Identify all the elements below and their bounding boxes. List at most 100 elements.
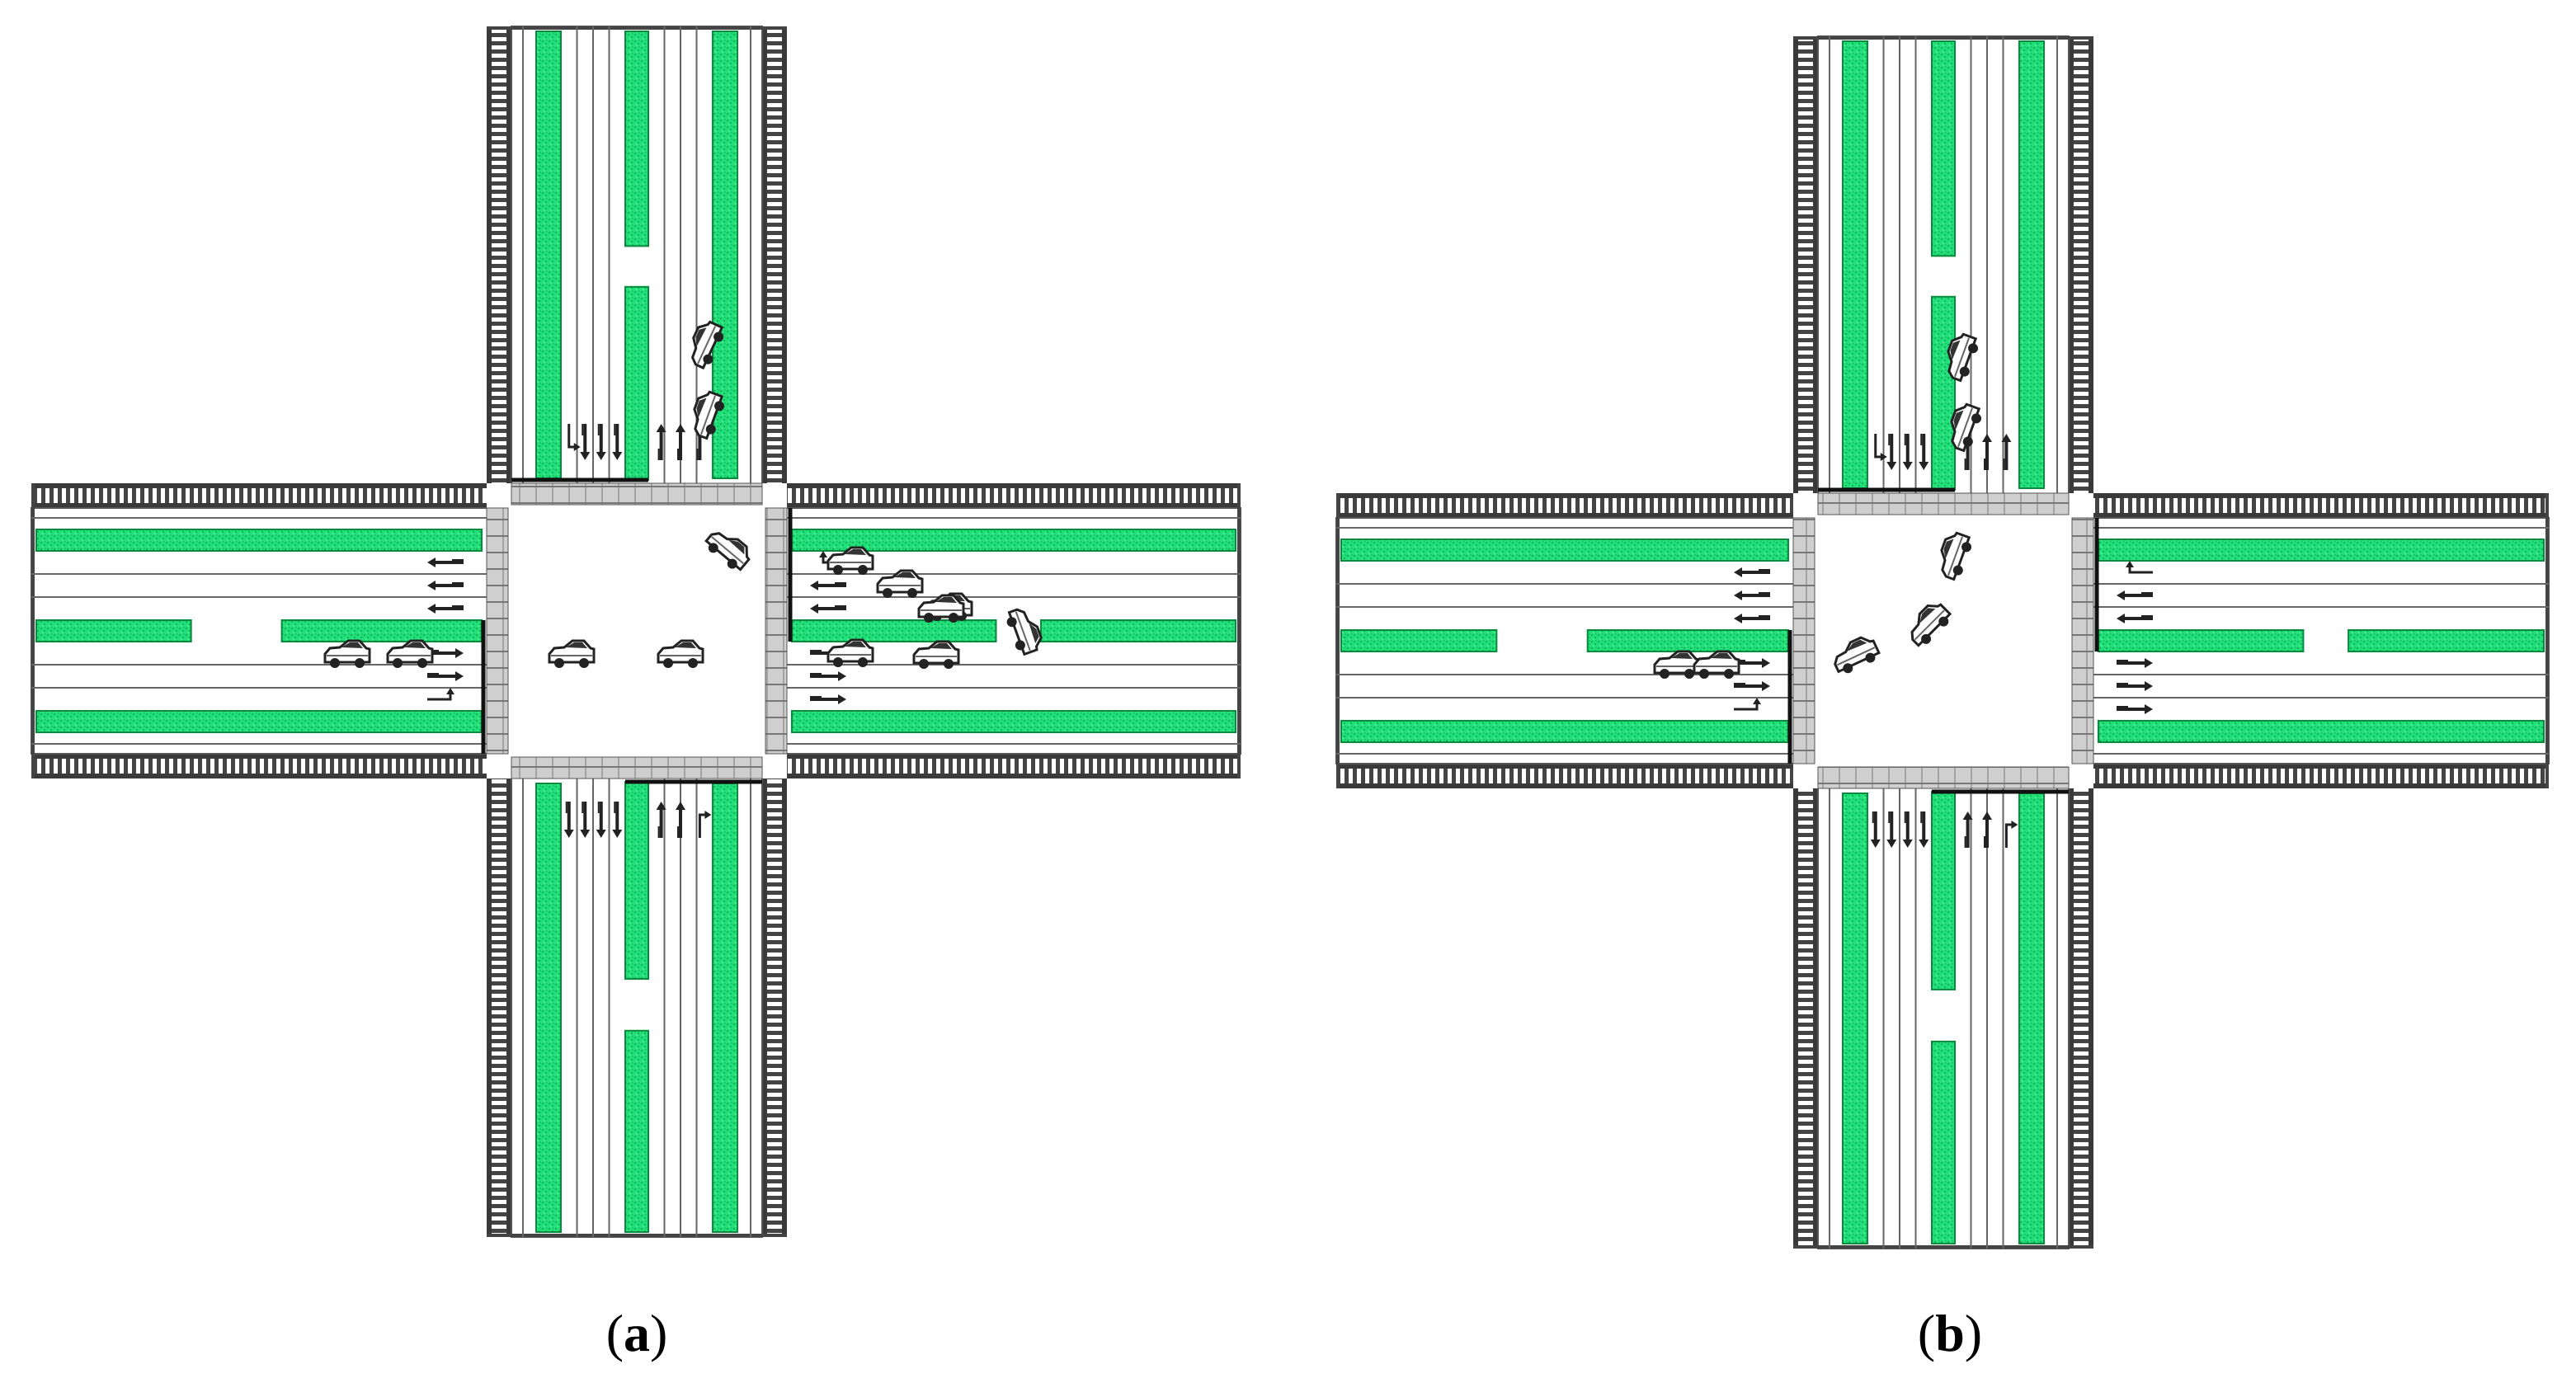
median-icon [1340, 720, 1789, 743]
lane-arrow-icon [656, 802, 666, 838]
median-icon [280, 619, 483, 642]
vehicle-icon [912, 640, 960, 669]
lane-arrow-icon [1982, 811, 1992, 848]
lane-arrow-icon [2117, 614, 2153, 623]
median-icon [35, 619, 192, 642]
lane-arrow-icon [567, 424, 581, 451]
median-icon [2018, 40, 2045, 489]
crosswalk-icon [2071, 517, 2094, 764]
median-icon [1931, 40, 1956, 257]
lane-arrow-icon [1874, 434, 1887, 461]
median-icon [624, 285, 649, 481]
lane-arrow-icon [580, 424, 591, 460]
lane-arrow-icon [596, 802, 606, 838]
median-icon [624, 1029, 649, 1234]
road-end [2545, 493, 2549, 788]
lane-arrow-icon [1919, 434, 1929, 470]
median-icon [2098, 629, 2305, 652]
vehicle-icon [1910, 603, 1952, 647]
vehicle-icon [1940, 531, 1972, 581]
lane-arrow-icon [1734, 698, 1761, 711]
crosswalk-icon [765, 507, 788, 755]
median-icon [1340, 539, 1789, 562]
crosswalk-icon [486, 507, 509, 755]
lane-arrow-icon [1886, 434, 1897, 470]
median-icon [2098, 720, 2545, 743]
vehicle-icon [690, 320, 724, 370]
lane-arrow-icon [563, 802, 574, 838]
lane-arrow-icon [1734, 567, 1770, 577]
median-icon [2018, 793, 2045, 1244]
road-end [487, 26, 787, 30]
lane-arrow-icon [810, 581, 846, 590]
road-end [1793, 36, 2093, 40]
crosswalk-icon [511, 482, 763, 506]
median-icon [535, 783, 562, 1233]
median-icon [2348, 629, 2545, 652]
lane-arrow-icon [580, 802, 591, 838]
lane-arrow-icon [2117, 590, 2153, 600]
crosswalk-icon [1817, 766, 2070, 789]
median-icon [791, 529, 1236, 552]
lane-arrow-icon [1734, 590, 1770, 600]
lane-arrow-icon [1982, 434, 1992, 470]
crosswalk-icon [1817, 492, 2070, 515]
lane-arrow-icon [698, 811, 712, 838]
lane-arrow-icon [1734, 681, 1770, 691]
vehicle-icon [704, 532, 751, 572]
vehicle-icon [1693, 650, 1740, 679]
vehicle-icon [1834, 636, 1881, 674]
intersection-box [1793, 493, 2093, 788]
vehicle-icon [826, 546, 874, 575]
median-icon [624, 781, 649, 981]
road-end [31, 483, 35, 778]
lane-arrow-icon [810, 604, 846, 614]
median-icon [1586, 629, 1789, 652]
lane-arrow-icon [2004, 821, 2018, 848]
lane-arrow-icon [2117, 704, 2153, 714]
lane-arrow-icon [2117, 681, 2153, 691]
median-icon [791, 710, 1236, 733]
median-icon [712, 31, 738, 479]
median-icon [1040, 619, 1236, 642]
median-icon [1842, 793, 1868, 1244]
lane-arrow-icon [1902, 811, 1913, 848]
lane-arrow-icon [676, 424, 685, 460]
lane-arrow-icon [676, 802, 685, 838]
lane-arrow-icon [1870, 811, 1881, 848]
lane-arrow-icon [427, 671, 464, 681]
median-icon [1842, 40, 1868, 489]
lane-arrow-icon [1919, 811, 1929, 848]
median-icon [712, 783, 738, 1233]
lane-arrow-icon [1902, 434, 1913, 470]
lane-arrow-icon [1962, 811, 1973, 848]
median-icon [1931, 295, 1956, 491]
lane-arrow-icon [2117, 658, 2153, 668]
lane-arrow-icon [2001, 434, 2012, 470]
lane-arrow-icon [596, 424, 606, 460]
road-end [1336, 493, 1340, 788]
lane-arrow-icon [810, 694, 846, 704]
vehicle-icon [826, 638, 874, 667]
vehicle-icon [1653, 650, 1701, 679]
median-icon [35, 710, 483, 733]
median-icon [1931, 791, 1956, 990]
median-icon [2098, 539, 2545, 562]
vehicle-icon [1950, 402, 1982, 453]
median-icon [624, 31, 649, 247]
lane-arrow-icon [656, 424, 666, 460]
panel-a-intersection [31, 26, 1241, 1238]
crosswalk-icon [511, 756, 763, 779]
vehicle-icon [876, 569, 924, 598]
lane-arrow-icon [612, 424, 623, 460]
vehicle-icon [548, 639, 596, 668]
vehicle-icon [693, 390, 725, 440]
median-icon [791, 619, 997, 642]
vehicle-icon [323, 639, 371, 668]
crosswalk-icon [1792, 517, 1815, 764]
lane-arrow-icon [1886, 811, 1897, 848]
road-end [487, 1234, 787, 1237]
vehicle-icon [657, 639, 704, 668]
lane-arrow-icon [427, 557, 464, 567]
intersection-box [487, 483, 787, 778]
